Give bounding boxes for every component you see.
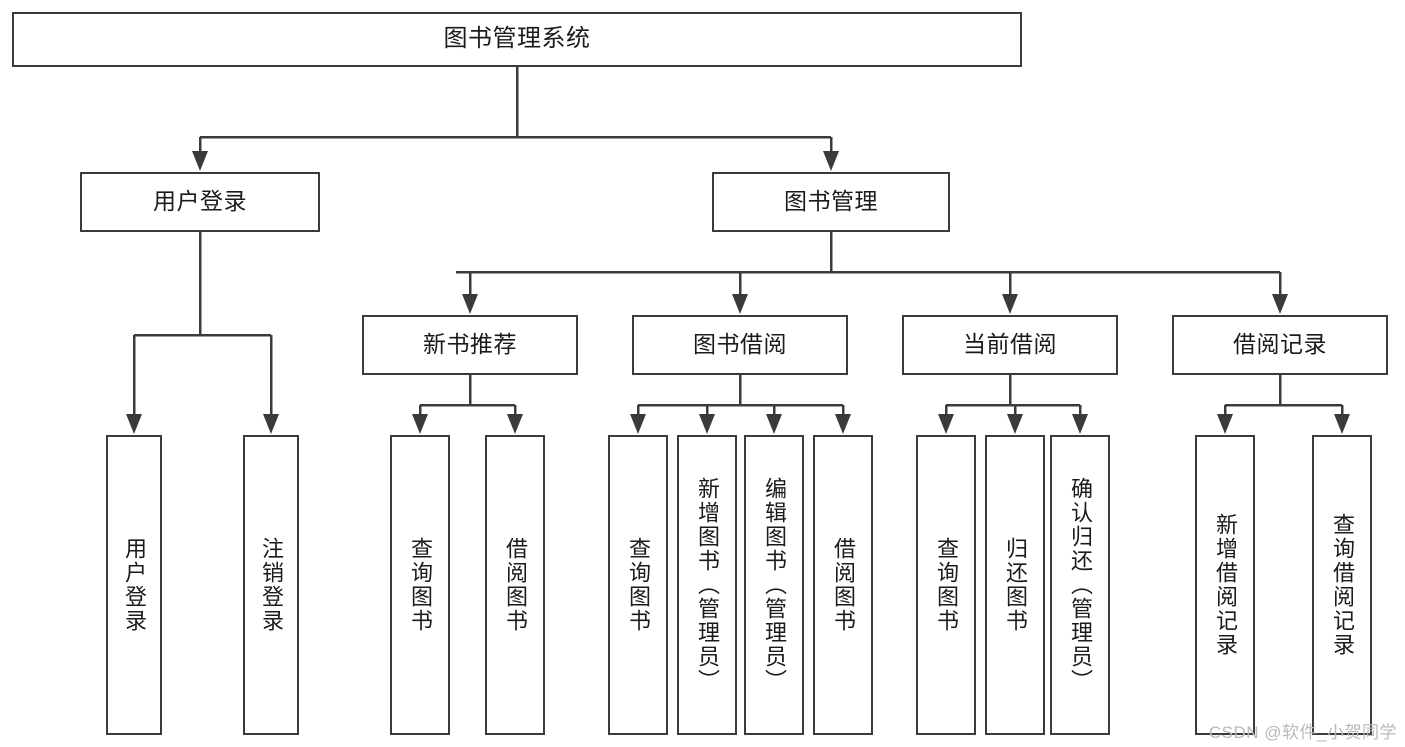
node-root[interactable]: 图书管理系统 (12, 12, 1022, 67)
leaf-borrow-book-2[interactable]: 借阅图书 (813, 435, 873, 735)
leaf-query-book-2[interactable]: 查询图书 (608, 435, 668, 735)
leaf-add-book[interactable]: 新增图书（管理员） (677, 435, 737, 735)
node-new-book-recommend[interactable]: 新书推荐 (362, 315, 578, 375)
leaf-edit-book-label: 编辑图书（管理员） (761, 477, 787, 693)
node-root-label: 图书管理系统 (443, 25, 591, 53)
leaf-user-logout[interactable]: 注销登录 (243, 435, 299, 735)
leaf-confirm-return[interactable]: 确认归还（管理员） (1050, 435, 1110, 735)
node-new-book-recommend-label: 新书推荐 (423, 331, 517, 358)
leaf-user-login-label: 用户登录 (121, 537, 147, 633)
node-current-borrow-label: 当前借阅 (963, 331, 1057, 358)
watermark: CSDN @软件_小贺同学 (1208, 723, 1397, 742)
node-book-borrow[interactable]: 图书借阅 (632, 315, 848, 375)
leaf-add-book-label: 新增图书（管理员） (694, 477, 720, 693)
node-borrow-record[interactable]: 借阅记录 (1172, 315, 1388, 375)
leaf-query-book-3-label: 查询图书 (933, 537, 959, 633)
leaf-borrow-book-1[interactable]: 借阅图书 (485, 435, 545, 735)
leaf-return-book-label: 归还图书 (1002, 537, 1028, 633)
leaf-add-borrow-record-label: 新增借阅记录 (1212, 513, 1238, 657)
leaf-query-book-1[interactable]: 查询图书 (390, 435, 450, 735)
node-borrow-record-label: 借阅记录 (1233, 331, 1327, 358)
node-user-login-label: 用户登录 (153, 188, 247, 215)
leaf-query-book-3[interactable]: 查询图书 (916, 435, 976, 735)
leaf-borrow-book-1-label: 借阅图书 (502, 537, 528, 633)
leaf-query-book-1-label: 查询图书 (407, 537, 433, 633)
node-book-borrow-label: 图书借阅 (693, 331, 787, 358)
leaf-query-book-2-label: 查询图书 (625, 537, 651, 633)
node-user-login[interactable]: 用户登录 (80, 172, 320, 232)
leaf-query-borrow-record[interactable]: 查询借阅记录 (1312, 435, 1372, 735)
leaf-user-login[interactable]: 用户登录 (106, 435, 162, 735)
leaf-add-borrow-record[interactable]: 新增借阅记录 (1195, 435, 1255, 735)
leaf-user-logout-label: 注销登录 (258, 537, 284, 633)
leaf-return-book[interactable]: 归还图书 (985, 435, 1045, 735)
leaf-query-borrow-record-label: 查询借阅记录 (1329, 513, 1355, 657)
node-book-manage[interactable]: 图书管理 (712, 172, 950, 232)
leaf-edit-book[interactable]: 编辑图书（管理员） (744, 435, 804, 735)
leaf-confirm-return-label: 确认归还（管理员） (1067, 477, 1093, 693)
node-book-manage-label: 图书管理 (784, 188, 878, 215)
node-current-borrow[interactable]: 当前借阅 (902, 315, 1118, 375)
leaf-borrow-book-2-label: 借阅图书 (830, 537, 856, 633)
